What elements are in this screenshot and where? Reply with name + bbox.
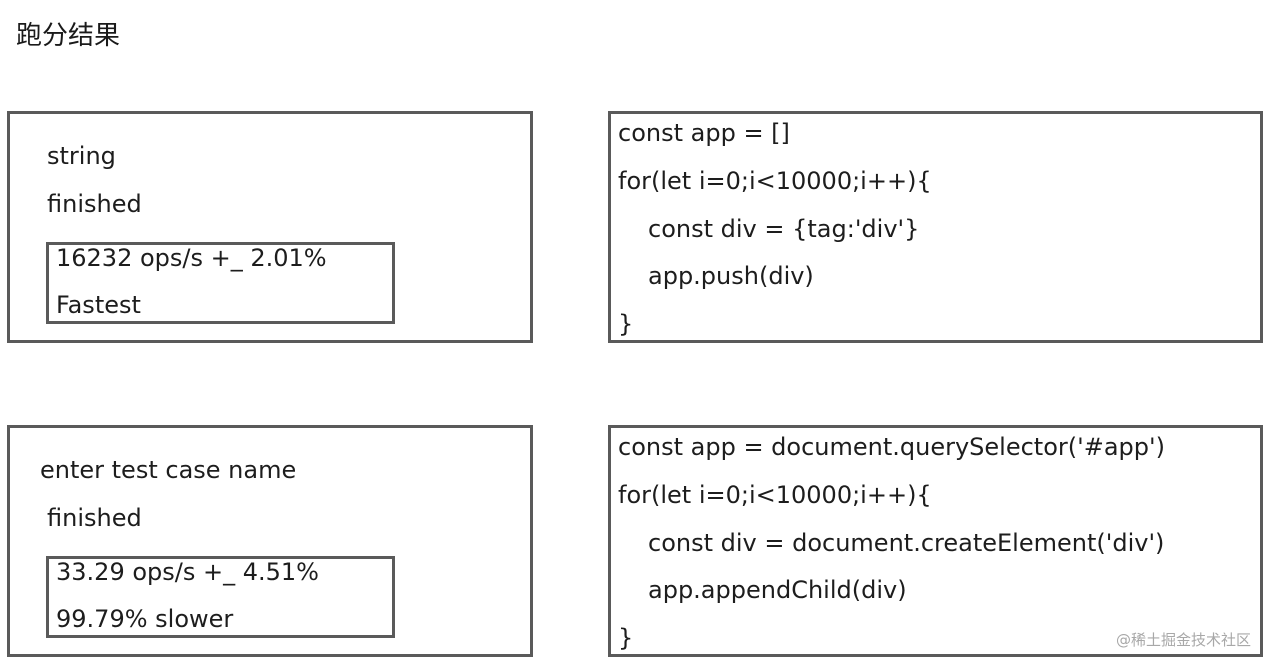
score-box: 33.29 ops/s +_ 4.51% 99.79% slower [46,556,395,638]
code-line: for(let i=0;i<10000;i++){ [618,481,932,509]
rank-label: Fastest [56,291,141,319]
code-line: const div = {tag:'div'} [648,215,920,243]
result-panel: enter test case name finished 33.29 ops/… [7,425,533,657]
page-title: 跑分结果 [16,21,121,51]
code-panel: const app = [] for(let i=0;i<10000;i++){… [608,111,1263,343]
code-line: app.appendChild(div) [648,576,907,604]
ops-per-second: 33.29 ops/s +_ 4.51% [56,558,319,586]
code-line: const app = [] [618,119,790,147]
result-panel: string finished 16232 ops/s +_ 2.01% Fas… [7,111,533,343]
watermark: @稀土掘金技术社区 [1115,631,1251,649]
code-panel: const app = document.querySelector('#app… [608,425,1263,657]
code-line: } [618,624,634,652]
code-line: app.push(div) [648,262,814,290]
code-line: const app = document.querySelector('#app… [618,433,1165,461]
code-line: } [618,310,634,338]
code-line: const div = document.createElement('div'… [648,529,1165,557]
test-status: finished [47,504,142,532]
test-status: finished [47,190,142,218]
ops-per-second: 16232 ops/s +_ 2.01% [56,244,327,272]
score-box: 16232 ops/s +_ 2.01% Fastest [46,242,395,324]
code-line: for(let i=0;i<10000;i++){ [618,167,932,195]
rank-label: 99.79% slower [56,605,234,633]
test-case-name[interactable]: enter test case name [40,456,297,484]
test-case-name[interactable]: string [47,142,116,170]
